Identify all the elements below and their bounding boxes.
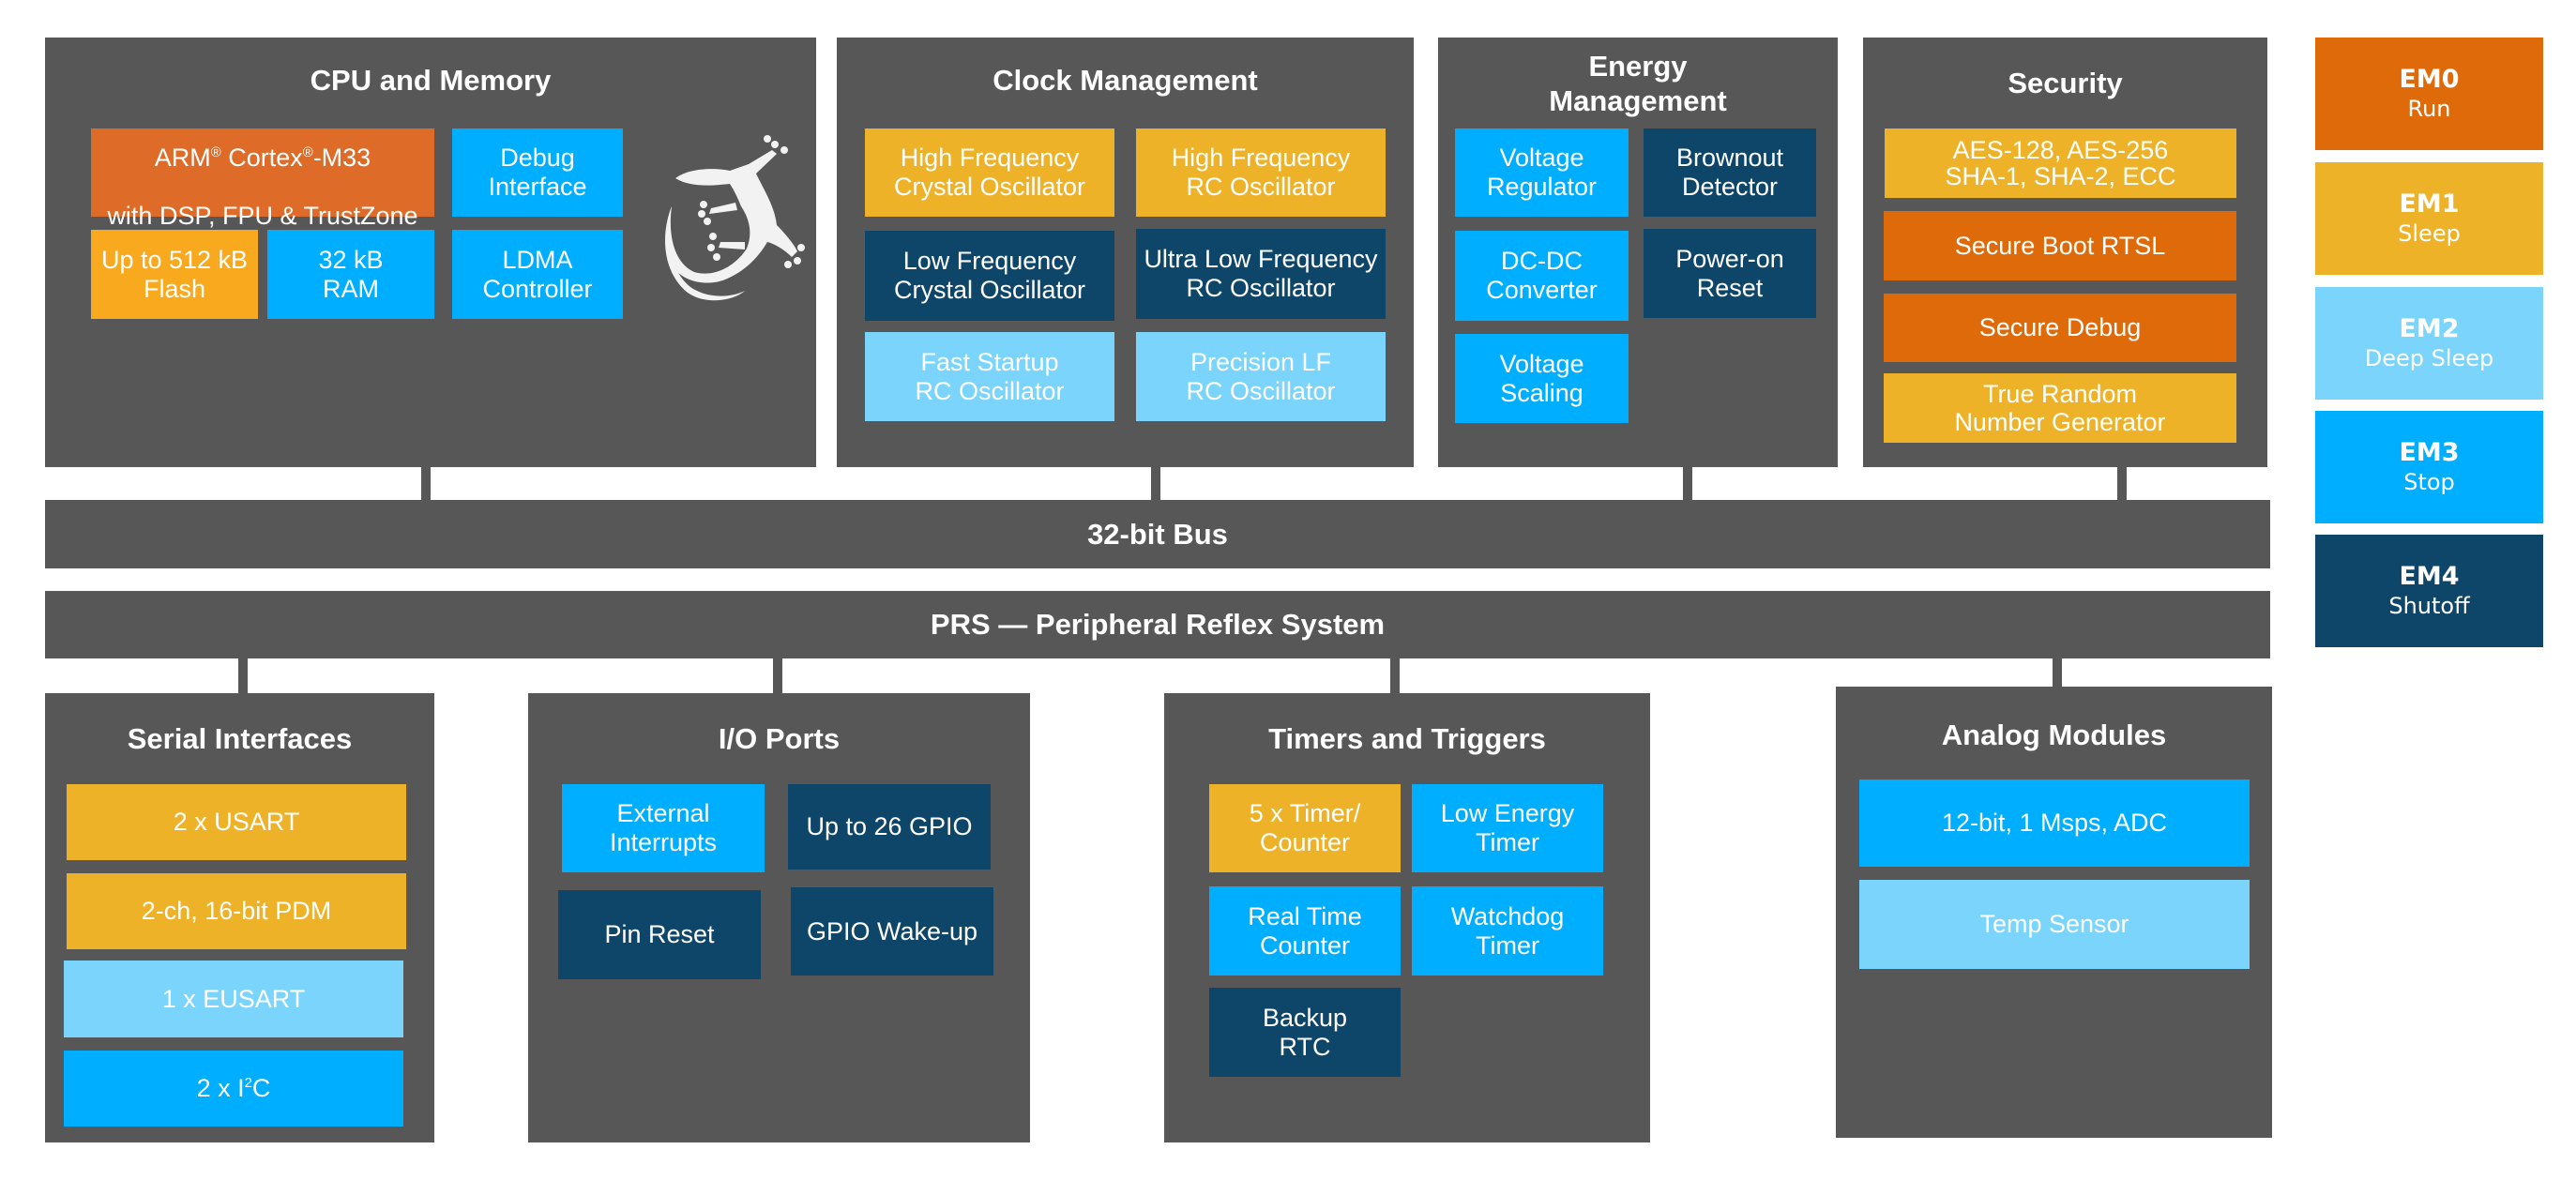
- pdm-block: 2-ch, 16-bit PDM: [67, 873, 406, 949]
- em-code: EM1: [2399, 189, 2460, 219]
- energy-management-title: Energy Management: [1438, 49, 1838, 118]
- cpu-memory-panel: CPU and Memory ARM® Cortex®-M33 with DSP…: [45, 38, 816, 467]
- i2c-prefix: 2 x I: [196, 1074, 245, 1102]
- i2c-suffix: C: [251, 1074, 271, 1102]
- timers-triggers-panel: Timers and Triggers 5 x Timer/ Counter L…: [1164, 693, 1650, 1142]
- timers-prs-connector: [1390, 658, 1400, 693]
- em-code: EM3: [2399, 438, 2460, 467]
- i2c-label: 2 x I2C: [197, 1074, 271, 1103]
- voltage-regulator-block: Voltage Regulator: [1455, 129, 1629, 217]
- arm-core-block: ARM® Cortex®-M33 with DSP, FPU & TrustZo…: [91, 129, 434, 230]
- arm-core-line2: with DSP, FPU & TrustZone: [107, 202, 418, 230]
- io-prs-connector: [773, 658, 782, 693]
- adc-block: 12-bit, 1 Msps, ADC: [1859, 779, 2250, 867]
- security-bus-connector: [2117, 467, 2127, 500]
- io-ports-panel: I/O Ports External Interrupts Up to 26 G…: [528, 693, 1030, 1142]
- energy-management-panel: Energy Management Voltage Regulator Brow…: [1438, 38, 1838, 467]
- timers-triggers-title: Timers and Triggers: [1268, 722, 1546, 755]
- serial-interfaces-title: Serial Interfaces: [127, 722, 353, 755]
- arm-core-line1: ARM® Cortex®-M33: [155, 144, 371, 172]
- serial-prs-connector: [238, 658, 248, 693]
- dc-dc-converter-block: DC-DC Converter: [1455, 231, 1629, 321]
- em-code: EM4: [2399, 562, 2460, 591]
- usart-block: 2 x USART: [67, 784, 406, 860]
- em-code: EM2: [2399, 314, 2460, 343]
- em-name: Sleep: [2398, 220, 2461, 247]
- timer-counter-block: 5 x Timer/ Counter: [1209, 784, 1401, 872]
- power-on-reset-block: Power-on Reset: [1644, 229, 1816, 318]
- eusart-block: 1 x EUSART: [64, 961, 403, 1037]
- analog-modules-panel: Analog Modules 12-bit, 1 Msps, ADC Temp …: [1836, 687, 2272, 1138]
- crypto-block: AES-128, AES-256 SHA-1, SHA-2, ECC: [1885, 129, 2236, 198]
- registered-mark: ®: [302, 145, 313, 160]
- energy-title-line1: Energy: [1588, 50, 1688, 83]
- watchdog-timer-block: Watchdog Timer: [1412, 886, 1603, 976]
- temp-sensor-block: Temp Sensor: [1859, 880, 2250, 969]
- low-energy-timer-block: Low Energy Timer: [1412, 784, 1603, 872]
- voltage-scaling-block: Voltage Scaling: [1455, 334, 1629, 423]
- arm-text: ARM: [154, 144, 211, 172]
- serial-interfaces-panel: Serial Interfaces 2 x USART 2-ch, 16-bit…: [45, 693, 434, 1142]
- trng-block: True Random Number Generator: [1884, 373, 2236, 443]
- security-panel: Security AES-128, AES-256 SHA-1, SHA-2, …: [1863, 38, 2267, 467]
- m33-text: -M33: [312, 144, 371, 172]
- hf-crystal-oscillator-block: High Frequency Crystal Oscillator: [865, 129, 1114, 217]
- cortex-text: Cortex: [220, 144, 303, 172]
- io-ports-title: I/O Ports: [718, 722, 841, 755]
- em-name: Deep Sleep: [2364, 345, 2494, 371]
- ulf-rc-oscillator-block: Ultra Low Frequency RC Oscillator: [1136, 229, 1386, 319]
- ldma-controller-block: LDMA Controller: [452, 230, 623, 319]
- i2c-block: 2 x I2C: [64, 1051, 403, 1127]
- em-code: EM0: [2399, 65, 2460, 94]
- pin-reset-block: Pin Reset: [558, 890, 761, 979]
- secure-boot-block: Secure Boot RTSL: [1884, 211, 2236, 280]
- flash-block: Up to 512 kB Flash: [91, 230, 258, 319]
- gpio-block: Up to 26 GPIO: [788, 784, 991, 870]
- registered-mark: ®: [210, 145, 221, 160]
- 32-bit-bus: 32-bit Bus: [45, 500, 2270, 568]
- em-name: Shutoff: [2388, 593, 2470, 619]
- ram-block: 32 kB RAM: [267, 230, 434, 319]
- external-interrupts-block: External Interrupts: [562, 784, 765, 872]
- hf-rc-oscillator-block: High Frequency RC Oscillator: [1136, 129, 1386, 217]
- em-name: Stop: [2403, 469, 2455, 495]
- prs-bar: PRS — Peripheral Reflex System: [45, 591, 2270, 658]
- backup-rtc-block: Backup RTC: [1209, 988, 1401, 1077]
- security-title: Security: [2008, 67, 2123, 99]
- em0-legend: EM0 Run: [2315, 38, 2543, 150]
- cpu-bus-connector: [421, 467, 431, 500]
- brownout-detector-block: Brownout Detector: [1644, 129, 1816, 217]
- em4-legend: EM4 Shutoff: [2315, 535, 2543, 647]
- lf-crystal-oscillator-block: Low Frequency Crystal Oscillator: [865, 231, 1114, 321]
- analog-modules-title: Analog Modules: [1941, 719, 2167, 751]
- energy-title-line2: Management: [1549, 84, 1727, 117]
- i2c-superscript: 2: [244, 1076, 252, 1091]
- gpio-wakeup-block: GPIO Wake-up: [791, 887, 993, 976]
- analog-prs-connector: [2053, 658, 2062, 687]
- fast-startup-rc-oscillator-block: Fast Startup RC Oscillator: [865, 332, 1114, 421]
- em1-legend: EM1 Sleep: [2315, 162, 2543, 275]
- em3-legend: EM3 Stop: [2315, 411, 2543, 523]
- em-name: Run: [2407, 96, 2451, 122]
- clock-bus-connector: [1151, 467, 1160, 500]
- clock-management-panel: Clock Management High Frequency Crystal …: [837, 38, 1414, 467]
- cpu-memory-title: CPU and Memory: [310, 64, 552, 97]
- secure-debug-block: Secure Debug: [1884, 294, 2236, 362]
- em2-legend: EM2 Deep Sleep: [2315, 287, 2543, 400]
- energy-bus-connector: [1683, 467, 1692, 500]
- precision-lf-rc-oscillator-block: Precision LF RC Oscillator: [1136, 332, 1386, 421]
- gecko-icon: [664, 135, 805, 301]
- clock-management-title: Clock Management: [993, 64, 1258, 97]
- real-time-counter-block: Real Time Counter: [1209, 886, 1401, 976]
- debug-interface-block: Debug Interface: [452, 129, 623, 217]
